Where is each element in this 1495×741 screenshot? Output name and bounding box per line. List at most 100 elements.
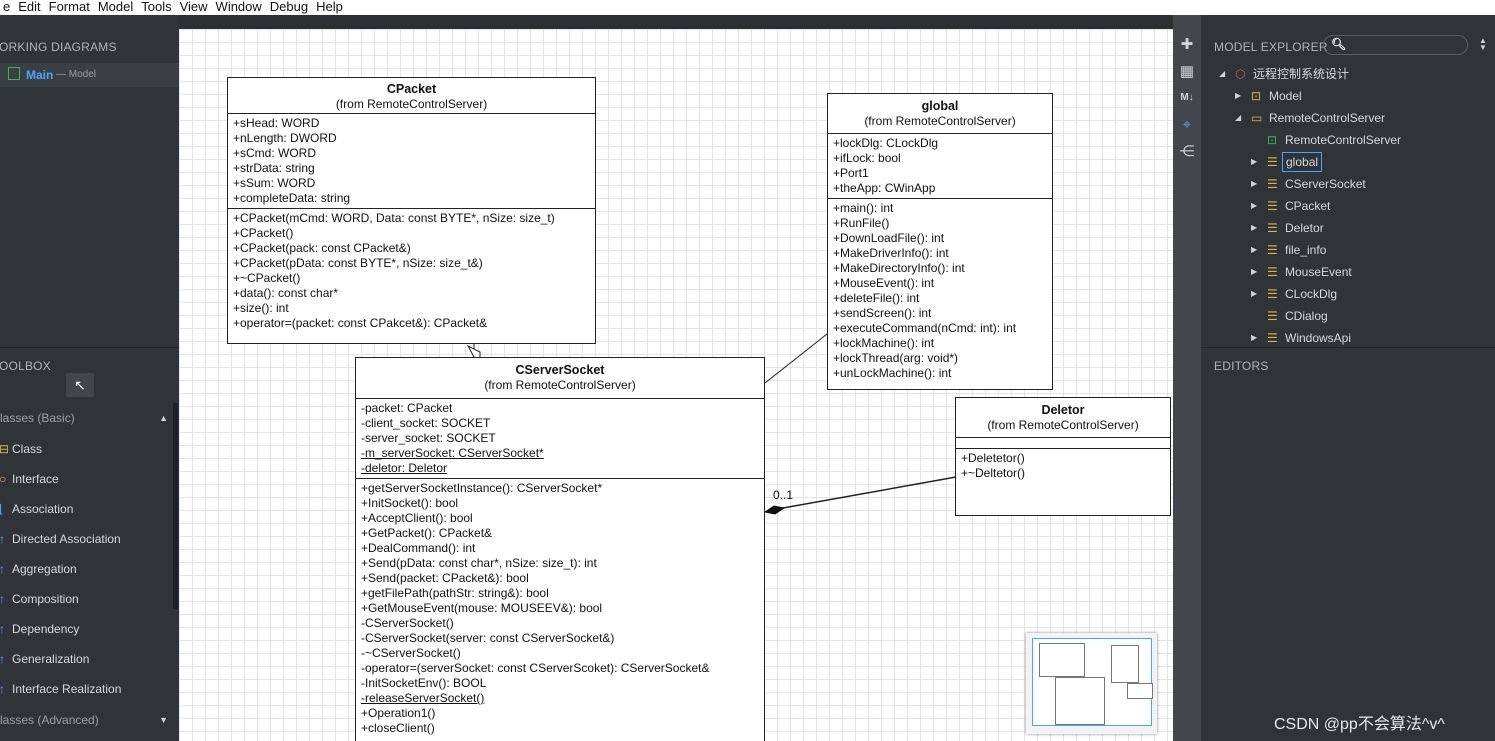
collapse-icon[interactable]: ◢: [1219, 69, 1226, 78]
member-line[interactable]: +strData: string: [233, 161, 315, 175]
member-line[interactable]: +CPacket(mCmd: WORD, Data: const BYTE*, …: [233, 211, 555, 225]
member-line[interactable]: +MouseEvent(): int: [833, 276, 935, 290]
toolbox-section-advanced[interactable]: lasses (Advanced) ▼: [0, 709, 179, 731]
class-cserversocket[interactable]: CServerSocket (from RemoteControlServer)…: [355, 357, 765, 741]
member-line[interactable]: -m_serverSocket: CServerSocket*: [361, 446, 544, 460]
toolbox-scrollbar[interactable]: [173, 403, 178, 609]
member-line[interactable]: +MakeDriverInfo(): int: [833, 246, 949, 260]
member-line[interactable]: +InitSocket(): bool: [361, 496, 459, 510]
member-line[interactable]: -InitSocketEnv(): BOOL: [361, 676, 487, 690]
member-line[interactable]: +DealCommand(): int: [361, 541, 476, 555]
member-line[interactable]: +MakeDirectoryInfo(): int: [833, 261, 965, 275]
member-line[interactable]: +deleteFile(): int: [833, 291, 920, 305]
member-line[interactable]: -~CServerSocket(): [361, 646, 461, 660]
member-line[interactable]: +theApp: CWinApp: [833, 181, 936, 195]
diagram-canvas[interactable]: 0..1 CPacket (from RemoteControlServer) …: [179, 29, 1173, 741]
member-line[interactable]: +nLength: DWORD: [233, 131, 337, 145]
member-line[interactable]: +sHead: WORD: [233, 116, 320, 130]
menu-item-8[interactable]: Help: [316, 0, 343, 14]
crosshair-icon[interactable]: ⌖: [1182, 116, 1192, 133]
member-line[interactable]: -operator=(serverSocket: const CServerSc…: [361, 661, 710, 675]
expand-icon[interactable]: ▶: [1251, 201, 1258, 210]
member-line[interactable]: +sSum: WORD: [233, 176, 316, 190]
member-line[interactable]: -server_socket: SOCKET: [361, 431, 496, 445]
menu-item-4[interactable]: Tools: [141, 0, 172, 14]
member-line[interactable]: +getServerSocketInstance(): CServerSocke…: [361, 481, 603, 495]
member-line[interactable]: +lockDlg: CLockDlg: [833, 136, 939, 150]
member-line[interactable]: +CPacket(pData: const BYTE*, nSize: size…: [233, 256, 483, 270]
member-line[interactable]: -CServerSocket(): [361, 616, 454, 630]
expand-icon[interactable]: ▶: [1251, 289, 1258, 298]
member-line[interactable]: +size(): int: [233, 301, 289, 315]
minimap-viewport[interactable]: [1032, 638, 1153, 726]
menu-item-3[interactable]: Model: [97, 0, 134, 14]
expand-icon[interactable]: ▶: [1251, 267, 1258, 276]
share-icon[interactable]: ⋲: [1179, 143, 1195, 160]
member-line[interactable]: +lockMachine(): int: [833, 336, 935, 350]
menu-item-2[interactable]: Format: [48, 0, 90, 14]
member-line[interactable]: +RunFile(): [833, 216, 890, 230]
member-line[interactable]: +GetMouseEvent(mouse: MOUSEEV&): bool: [361, 601, 603, 615]
collapse-icon[interactable]: ◢: [1235, 113, 1242, 122]
pointer-tool-button[interactable]: ↖: [66, 373, 94, 397]
member-line[interactable]: +CPacket(pack: const CPacket&): [233, 241, 411, 255]
member-line[interactable]: -CServerSocket(server: const CServerSock…: [361, 631, 615, 645]
toolbox-item-directed-association[interactable]: ↑Directed Association: [0, 528, 121, 550]
expand-icon[interactable]: ▶: [1251, 157, 1258, 166]
member-line[interactable]: +AcceptClient(): bool: [361, 511, 473, 525]
markdown-icon[interactable]: M↓: [1180, 92, 1194, 103]
member-line[interactable]: +Send(packet: CPacket&): bool: [361, 571, 529, 585]
layout-icon[interactable]: ▦: [1179, 63, 1195, 80]
member-line[interactable]: +~Deltetor(): [961, 466, 1026, 480]
class-deletor[interactable]: Deletor (from RemoteControlServer) +Dele…: [955, 397, 1171, 516]
member-line[interactable]: +operator=(packet: const CPakcet&): CPac…: [233, 316, 488, 330]
minimap[interactable]: [1026, 633, 1157, 734]
menu-item-7[interactable]: Debug: [269, 0, 309, 14]
member-line[interactable]: +executeCommand(nCmd: int): int: [833, 321, 1017, 335]
menu-item-6[interactable]: Window: [215, 0, 262, 14]
member-line[interactable]: -client_socket: SOCKET: [361, 416, 491, 430]
toolbox-item-generalization[interactable]: ↑Generalization: [0, 648, 89, 670]
class-cpacket[interactable]: CPacket (from RemoteControlServer) +sHea…: [227, 77, 596, 344]
toolbox-item-association[interactable]: ⌊Association: [0, 498, 73, 520]
expand-icon[interactable]: ▶: [1251, 245, 1258, 254]
member-line[interactable]: +sCmd: WORD: [233, 146, 317, 160]
model-search-input[interactable]: 🔍︎: [1323, 35, 1468, 55]
member-line[interactable]: +sendScreen(): int: [833, 306, 932, 320]
menu-item-5[interactable]: View: [179, 0, 208, 14]
member-line[interactable]: +Send(pData: const char*, nSize: size_t)…: [361, 556, 597, 570]
working-diagram-main[interactable]: Main — Model: [0, 63, 179, 87]
member-line[interactable]: +DownLoadFile(): int: [833, 231, 945, 245]
member-line[interactable]: +main(): int: [833, 201, 894, 215]
toolbox-item-class[interactable]: ⊟Class: [0, 438, 42, 460]
member-line[interactable]: +getFilePath(pathStr: string&): bool: [361, 586, 549, 600]
member-line[interactable]: +ifLock: bool: [833, 151, 901, 165]
menu-item-0[interactable]: e: [3, 0, 11, 14]
toolbox-item-dependency[interactable]: ↑Dependency: [0, 618, 79, 640]
class-global[interactable]: global (from RemoteControlServer) +lockD…: [827, 93, 1053, 390]
member-line[interactable]: +data(): const char*: [233, 286, 339, 300]
toolbox-item-composition[interactable]: ↑Composition: [0, 588, 79, 610]
member-line[interactable]: +Port1: [833, 166, 869, 180]
expand-icon[interactable]: ▶: [1251, 333, 1258, 342]
sort-updown-icon[interactable]: ▲▼: [1479, 36, 1487, 52]
expand-icon[interactable]: ▶: [1235, 91, 1242, 100]
expand-icon[interactable]: ▶: [1251, 179, 1258, 188]
member-line[interactable]: -releaseServerSocket(): [361, 691, 485, 705]
member-line[interactable]: +GetPacket(): CPacket&: [361, 526, 493, 540]
member-line[interactable]: +~CPacket(): [233, 271, 301, 285]
toolbox-item-interface-realization[interactable]: ↑Interface Realization: [0, 678, 121, 700]
member-line[interactable]: +Deletetor(): [961, 451, 1025, 465]
extensions-icon[interactable]: ✚: [1180, 36, 1194, 53]
menu-item-1[interactable]: Edit: [18, 0, 41, 14]
member-line[interactable]: +completeData: string: [233, 191, 351, 205]
toolbox-item-aggregation[interactable]: ↑Aggregation: [0, 558, 77, 580]
expand-icon[interactable]: ▶: [1251, 223, 1258, 232]
member-line[interactable]: +unLockMachine(): int: [833, 366, 952, 380]
member-line[interactable]: -deletor: Deletor: [361, 461, 448, 475]
toolbox-section-basic[interactable]: lasses (Basic) ▲: [0, 407, 179, 429]
member-line[interactable]: +CPacket(): [233, 226, 294, 240]
toolbox-item-interface[interactable]: ○Interface: [0, 468, 59, 490]
member-line[interactable]: +closeClient(): [361, 721, 435, 735]
member-line[interactable]: -packet: CPacket: [361, 401, 453, 415]
